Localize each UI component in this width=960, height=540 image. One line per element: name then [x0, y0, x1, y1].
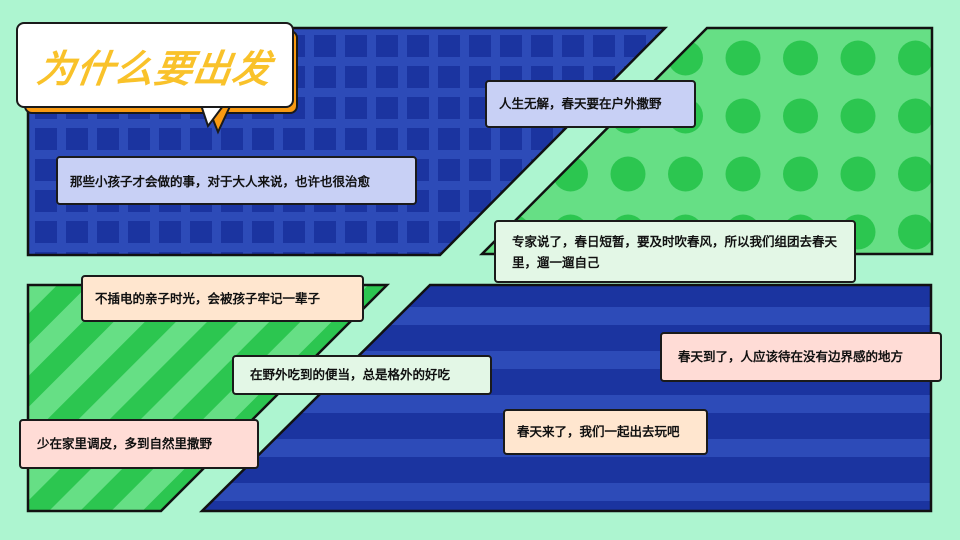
note-text: 春天到了，人应该待在没有边界感的地方 [678, 349, 904, 364]
note-healing: 那些小孩子才会做的事，对于大人来说，也许也很治愈 [56, 156, 417, 205]
speech-bubble-tail-icon [198, 102, 234, 135]
title-box: 为什么要出发 [16, 22, 294, 108]
note-unplugged-time: 不插电的亲子时光，会被孩子牢记一辈子 [81, 275, 364, 322]
note-text: 专家说了，春日短暂，要及时吹春风，所以我们组团去春天里，遛一遛自己 [512, 233, 838, 270]
note-spring-outdoors: 人生无解，春天要在户外撒野 [485, 80, 696, 128]
note-text: 在野外吃到的便当，总是格外的好吃 [250, 367, 451, 382]
note-expert-says: 专家说了，春日短暂，要及时吹春风，所以我们组团去春天里，遛一遛自己 [494, 220, 856, 283]
note-text: 少在家里调皮，多到自然里撒野 [37, 436, 213, 451]
note-go-out-together: 春天来了，我们一起出去玩吧 [503, 409, 708, 455]
note-bento: 在野外吃到的便当，总是格外的好吃 [232, 355, 492, 395]
note-text: 不插电的亲子时光，会被孩子牢记一辈子 [95, 290, 321, 306]
note-text: 人生无解，春天要在户外撒野 [499, 96, 662, 111]
note-text: 那些小孩子才会做的事，对于大人来说，也许也很治愈 [70, 174, 371, 189]
note-no-boundary: 春天到了，人应该待在没有边界感的地方 [660, 332, 942, 382]
title-speech-bubble: 为什么要出发 [16, 22, 298, 135]
green-dots-panel [478, 26, 934, 256]
page-title: 为什么要出发 [34, 46, 275, 91]
note-play-in-nature: 少在家里调皮，多到自然里撒野 [19, 419, 259, 469]
note-text: 春天来了，我们一起出去玩吧 [517, 424, 680, 439]
